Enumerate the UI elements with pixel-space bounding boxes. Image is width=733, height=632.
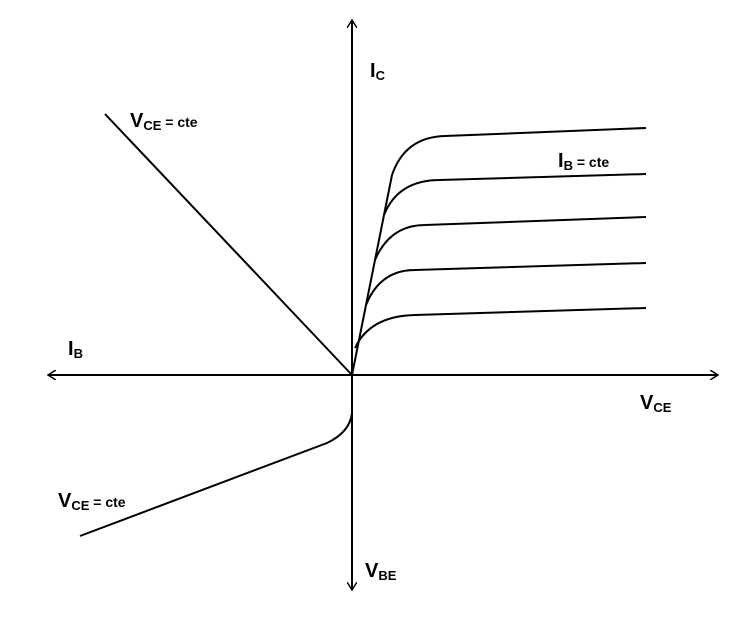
output-curve-3 (374, 216, 647, 261)
vbe-axis-label: VBE (365, 560, 397, 583)
ib-axis-label: IB (68, 338, 83, 361)
vce-constant-label-bottom: VCE = cte (58, 490, 126, 513)
vce-constant-label-top: VCE = cte (130, 110, 198, 133)
saturation-line (351, 174, 393, 376)
ic-axis-label: IC (370, 60, 385, 83)
output-curve-4 (365, 262, 647, 306)
output-curve-2 (383, 173, 647, 216)
output-curve-5 (354, 307, 647, 349)
output-curve-1 (391, 127, 647, 176)
vce-axis-label: VCE (640, 392, 672, 415)
ib-constant-label: IB = cte (558, 150, 610, 173)
input-characteristic-curve (79, 412, 353, 537)
input-transfer-line (104, 113, 353, 376)
